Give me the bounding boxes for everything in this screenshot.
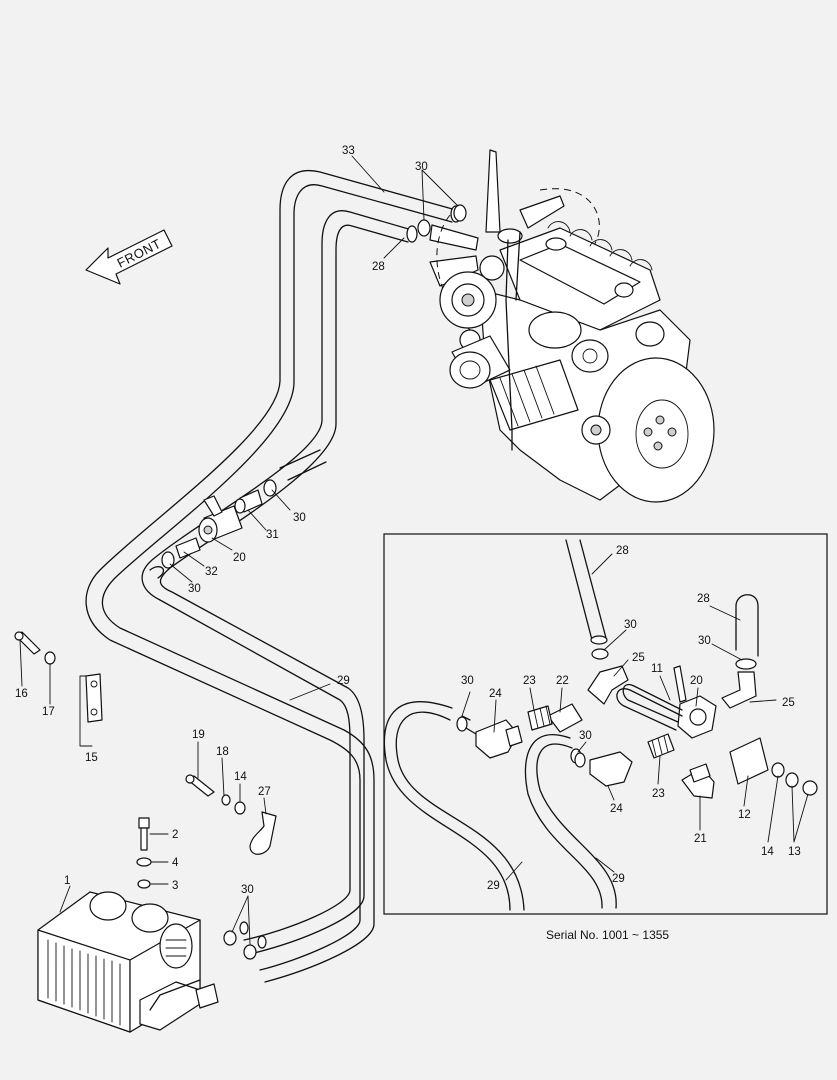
callout-3: 3 [172,880,178,892]
inset-callout-30: 30 [698,635,711,647]
inset-callout-21: 21 [694,833,707,845]
front-arrow: FRONT [85,229,173,285]
inset-frame [383,533,828,915]
inset-callout-24: 24 [489,688,502,700]
inset-callout-25: 25 [782,697,795,709]
callout-4: 4 [172,857,179,869]
inset-callout-22: 22 [556,675,569,687]
inset-detail [383,539,818,911]
inset-callout-28: 28 [697,593,710,605]
callout-16: 16 [15,688,28,700]
heater-bolts [136,817,152,889]
hose-clamp-30 [453,204,467,222]
callout-labels: 33 30 28 30 31 20 32 30 29 16 17 15 19 1… [15,145,801,896]
callout-29: 29 [337,675,350,687]
callout-17: 17 [42,706,55,718]
inset-callout-11: 11 [651,663,663,675]
inset-callout-24: 24 [610,803,623,815]
callout-30: 30 [241,884,254,896]
callout-30: 30 [188,583,201,595]
callout-30: 30 [415,161,428,173]
heater-hose-clamps [223,921,267,960]
callout-1: 1 [64,875,70,887]
inset-callout-12: 12 [738,809,751,821]
heater-core [37,891,219,1033]
engine [429,149,715,503]
bracket-parts [14,631,103,723]
callout-2: 2 [172,829,178,841]
callout-28: 28 [372,261,385,273]
callout-33: 33 [342,145,355,157]
inset-callout-23: 23 [652,788,665,800]
inset-callout-30: 30 [579,730,592,742]
valve-assembly [161,479,277,569]
callout-20: 20 [233,552,246,564]
inset-callout-29: 29 [487,880,500,892]
callout-30: 30 [293,512,306,524]
hose-ends-top [406,204,467,243]
callout-19: 19 [192,729,205,741]
inset-callout-28: 28 [616,545,629,557]
callout-15: 15 [85,752,98,764]
hose-clamp-30 [417,219,431,237]
inset-callout-20: 20 [690,675,703,687]
inset-callout-23: 23 [523,675,536,687]
inset-callout-30: 30 [624,619,637,631]
callout-32: 32 [205,566,218,578]
clamp-parts [185,774,277,855]
leader-lines [19,155,809,945]
callout-18: 18 [216,746,229,758]
heater-hoses [85,169,457,983]
inset-callout-25: 25 [632,652,645,664]
inset-callout-14: 14 [761,846,774,858]
inset-callout-13: 13 [788,846,801,858]
callout-14: 14 [234,771,247,783]
callout-27: 27 [258,786,271,798]
serial-number-note: Serial No. 1001 ~ 1355 [546,928,670,942]
inset-callout-29: 29 [612,873,625,885]
callout-31: 31 [266,529,279,541]
inset-callout-30: 30 [461,675,474,687]
